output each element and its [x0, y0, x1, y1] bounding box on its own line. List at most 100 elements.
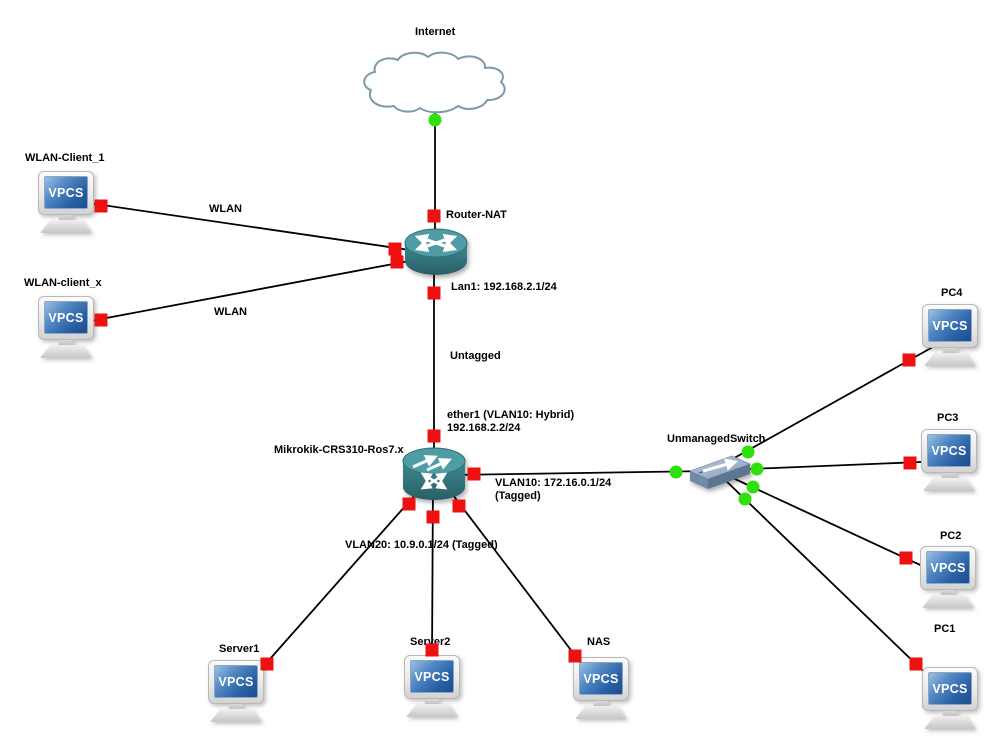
vpcs-base: [406, 704, 458, 717]
node-mikrotik-crs310[interactable]: [401, 446, 467, 504]
link-label-wlan-top[interactable]: WLAN: [209, 203, 242, 215]
node-unmanaged-switch[interactable]: [677, 447, 753, 491]
link-label-wlan-bottom[interactable]: WLAN: [214, 306, 247, 318]
status-stopped-square: [903, 456, 917, 470]
status-stopped-square: [390, 255, 404, 269]
node-label-server1[interactable]: Server1: [219, 643, 260, 655]
node-pc1[interactable]: VPCS: [922, 667, 980, 729]
node-label-internet[interactable]: Internet: [415, 26, 456, 38]
node-label-pc4[interactable]: PC4: [941, 287, 963, 299]
vpcs-screen-text: VPCS: [931, 443, 967, 458]
vpcs-neck: [229, 704, 243, 709]
status-stopped-square: [388, 242, 402, 256]
node-wlan-client-1[interactable]: VPCS: [38, 171, 96, 233]
vpcs-screen: VPCS: [44, 176, 88, 209]
link-router-wlan-client-1[interactable]: [74, 200, 431, 254]
status-stopped-square: [427, 209, 441, 223]
vpcs-neck: [59, 215, 73, 220]
node-label-wlan-client-x[interactable]: WLAN-client_x: [24, 277, 102, 289]
status-stopped-square: [94, 313, 108, 327]
node-wlan-client-x[interactable]: VPCS: [38, 296, 96, 358]
vpcs-screen-text: VPCS: [414, 669, 450, 684]
link-label-ether1-line2: 192.168.2.2/24: [447, 422, 521, 434]
node-server1[interactable]: VPCS: [208, 660, 266, 722]
link-mikrotik-nas[interactable]: [439, 477, 581, 663]
node-label-unmanaged-switch[interactable]: UnmanagedSwitch: [667, 433, 766, 445]
node-pc4[interactable]: VPCS: [922, 304, 980, 366]
vpcs-neck: [943, 711, 957, 716]
node-label-wlan-client-1[interactable]: WLAN-Client_1: [25, 152, 105, 164]
link-label-untagged[interactable]: Untagged: [450, 350, 501, 362]
vpcs-base: [210, 709, 262, 722]
vpcs-base: [924, 716, 976, 729]
vpcs-screen-text: VPCS: [48, 310, 84, 325]
vpcs-monitor: VPCS: [208, 660, 264, 704]
vpcs-neck: [942, 473, 956, 478]
vpcs-monitor: VPCS: [573, 657, 629, 701]
status-stopped-square: [467, 467, 481, 481]
link-mikrotik-server2[interactable]: [431, 479, 434, 659]
vpcs-screen-text: VPCS: [930, 560, 966, 575]
vpcs-monitor: VPCS: [922, 667, 978, 711]
status-stopped-square: [426, 510, 440, 524]
router-icon: [403, 227, 469, 279]
vpcs-neck: [425, 699, 439, 704]
vpcs-icon: VPCS: [921, 429, 979, 491]
vpcs-icon: VPCS: [38, 171, 96, 233]
vpcs-screen-text: VPCS: [218, 674, 254, 689]
link-unmanagedswitch-pc4[interactable]: [719, 342, 941, 467]
vpcs-icon: VPCS: [404, 655, 462, 717]
node-label-pc1[interactable]: PC1: [934, 623, 956, 635]
vpcs-monitor: VPCS: [38, 171, 94, 215]
link-label-vlan10-line2: (Tagged): [495, 490, 541, 502]
vpcs-icon: VPCS: [920, 546, 978, 608]
vpcs-base: [40, 345, 92, 358]
node-pc3[interactable]: VPCS: [921, 429, 979, 491]
vpcs-screen: VPCS: [926, 551, 970, 584]
node-label-pc2[interactable]: PC2: [940, 530, 962, 542]
vpcs-icon: VPCS: [922, 304, 980, 366]
node-label-server2[interactable]: Server2: [410, 636, 451, 648]
status-stopped-square: [909, 657, 923, 671]
link-label-ether1-line1: ether1 (VLAN10: Hybrid): [447, 409, 575, 421]
link-label-vlan20[interactable]: VLAN20: 10.9.0.1/24 (Tagged): [345, 539, 498, 551]
vpcs-icon: VPCS: [922, 667, 980, 729]
node-label-mikrotik[interactable]: Mikrokik-CRS310-Ros7.x: [274, 444, 404, 456]
link-unmanagedswitch-pc3[interactable]: [724, 460, 946, 471]
link-mikrotik-unmanagedswitch[interactable]: [449, 470, 711, 476]
node-router-nat[interactable]: [403, 227, 469, 279]
link-label-vlan10[interactable]: VLAN10: 172.16.0.1/24 (Tagged): [495, 477, 611, 503]
vpcs-monitor: VPCS: [920, 546, 976, 590]
vpcs-base: [922, 595, 974, 608]
link-unmanagedswitch-pc2[interactable]: [721, 472, 945, 577]
link-label-vlan10-line1: VLAN10: 172.16.0.1/24: [495, 477, 612, 489]
multilayer-switch-icon: [401, 446, 467, 504]
link-label-ether1[interactable]: ether1 (VLAN10: Hybrid) 192.168.2.2/24: [447, 409, 574, 435]
status-running-circle: [738, 492, 752, 506]
vpcs-neck: [594, 701, 608, 706]
link-label-lan1[interactable]: Lan1: 192.168.2.1/24: [451, 281, 557, 293]
node-label-nas[interactable]: NAS: [587, 636, 611, 648]
node-label-pc3[interactable]: PC3: [937, 412, 959, 424]
status-stopped-square: [899, 551, 913, 565]
node-pc2[interactable]: VPCS: [920, 546, 978, 608]
status-stopped-square: [427, 429, 441, 443]
vpcs-screen: VPCS: [410, 660, 454, 693]
vpcs-screen: VPCS: [579, 662, 623, 695]
vpcs-base: [575, 706, 627, 719]
link-unmanagedswitch-pc1[interactable]: [721, 476, 949, 696]
node-nas[interactable]: VPCS: [573, 657, 631, 719]
vpcs-monitor: VPCS: [404, 655, 460, 699]
vpcs-neck: [59, 340, 73, 345]
node-internet[interactable]: [358, 50, 512, 118]
vpcs-monitor: VPCS: [921, 429, 977, 473]
link-mikrotik-server1[interactable]: [261, 477, 431, 669]
node-label-router-nat[interactable]: Router-NAT: [446, 209, 507, 221]
vpcs-monitor: VPCS: [922, 304, 978, 348]
node-server2[interactable]: VPCS: [404, 655, 462, 717]
vpcs-icon: VPCS: [208, 660, 266, 722]
vpcs-monitor: VPCS: [38, 296, 94, 340]
vpcs-screen-text: VPCS: [932, 318, 968, 333]
link-router-wlan-client-x[interactable]: [79, 257, 426, 324]
